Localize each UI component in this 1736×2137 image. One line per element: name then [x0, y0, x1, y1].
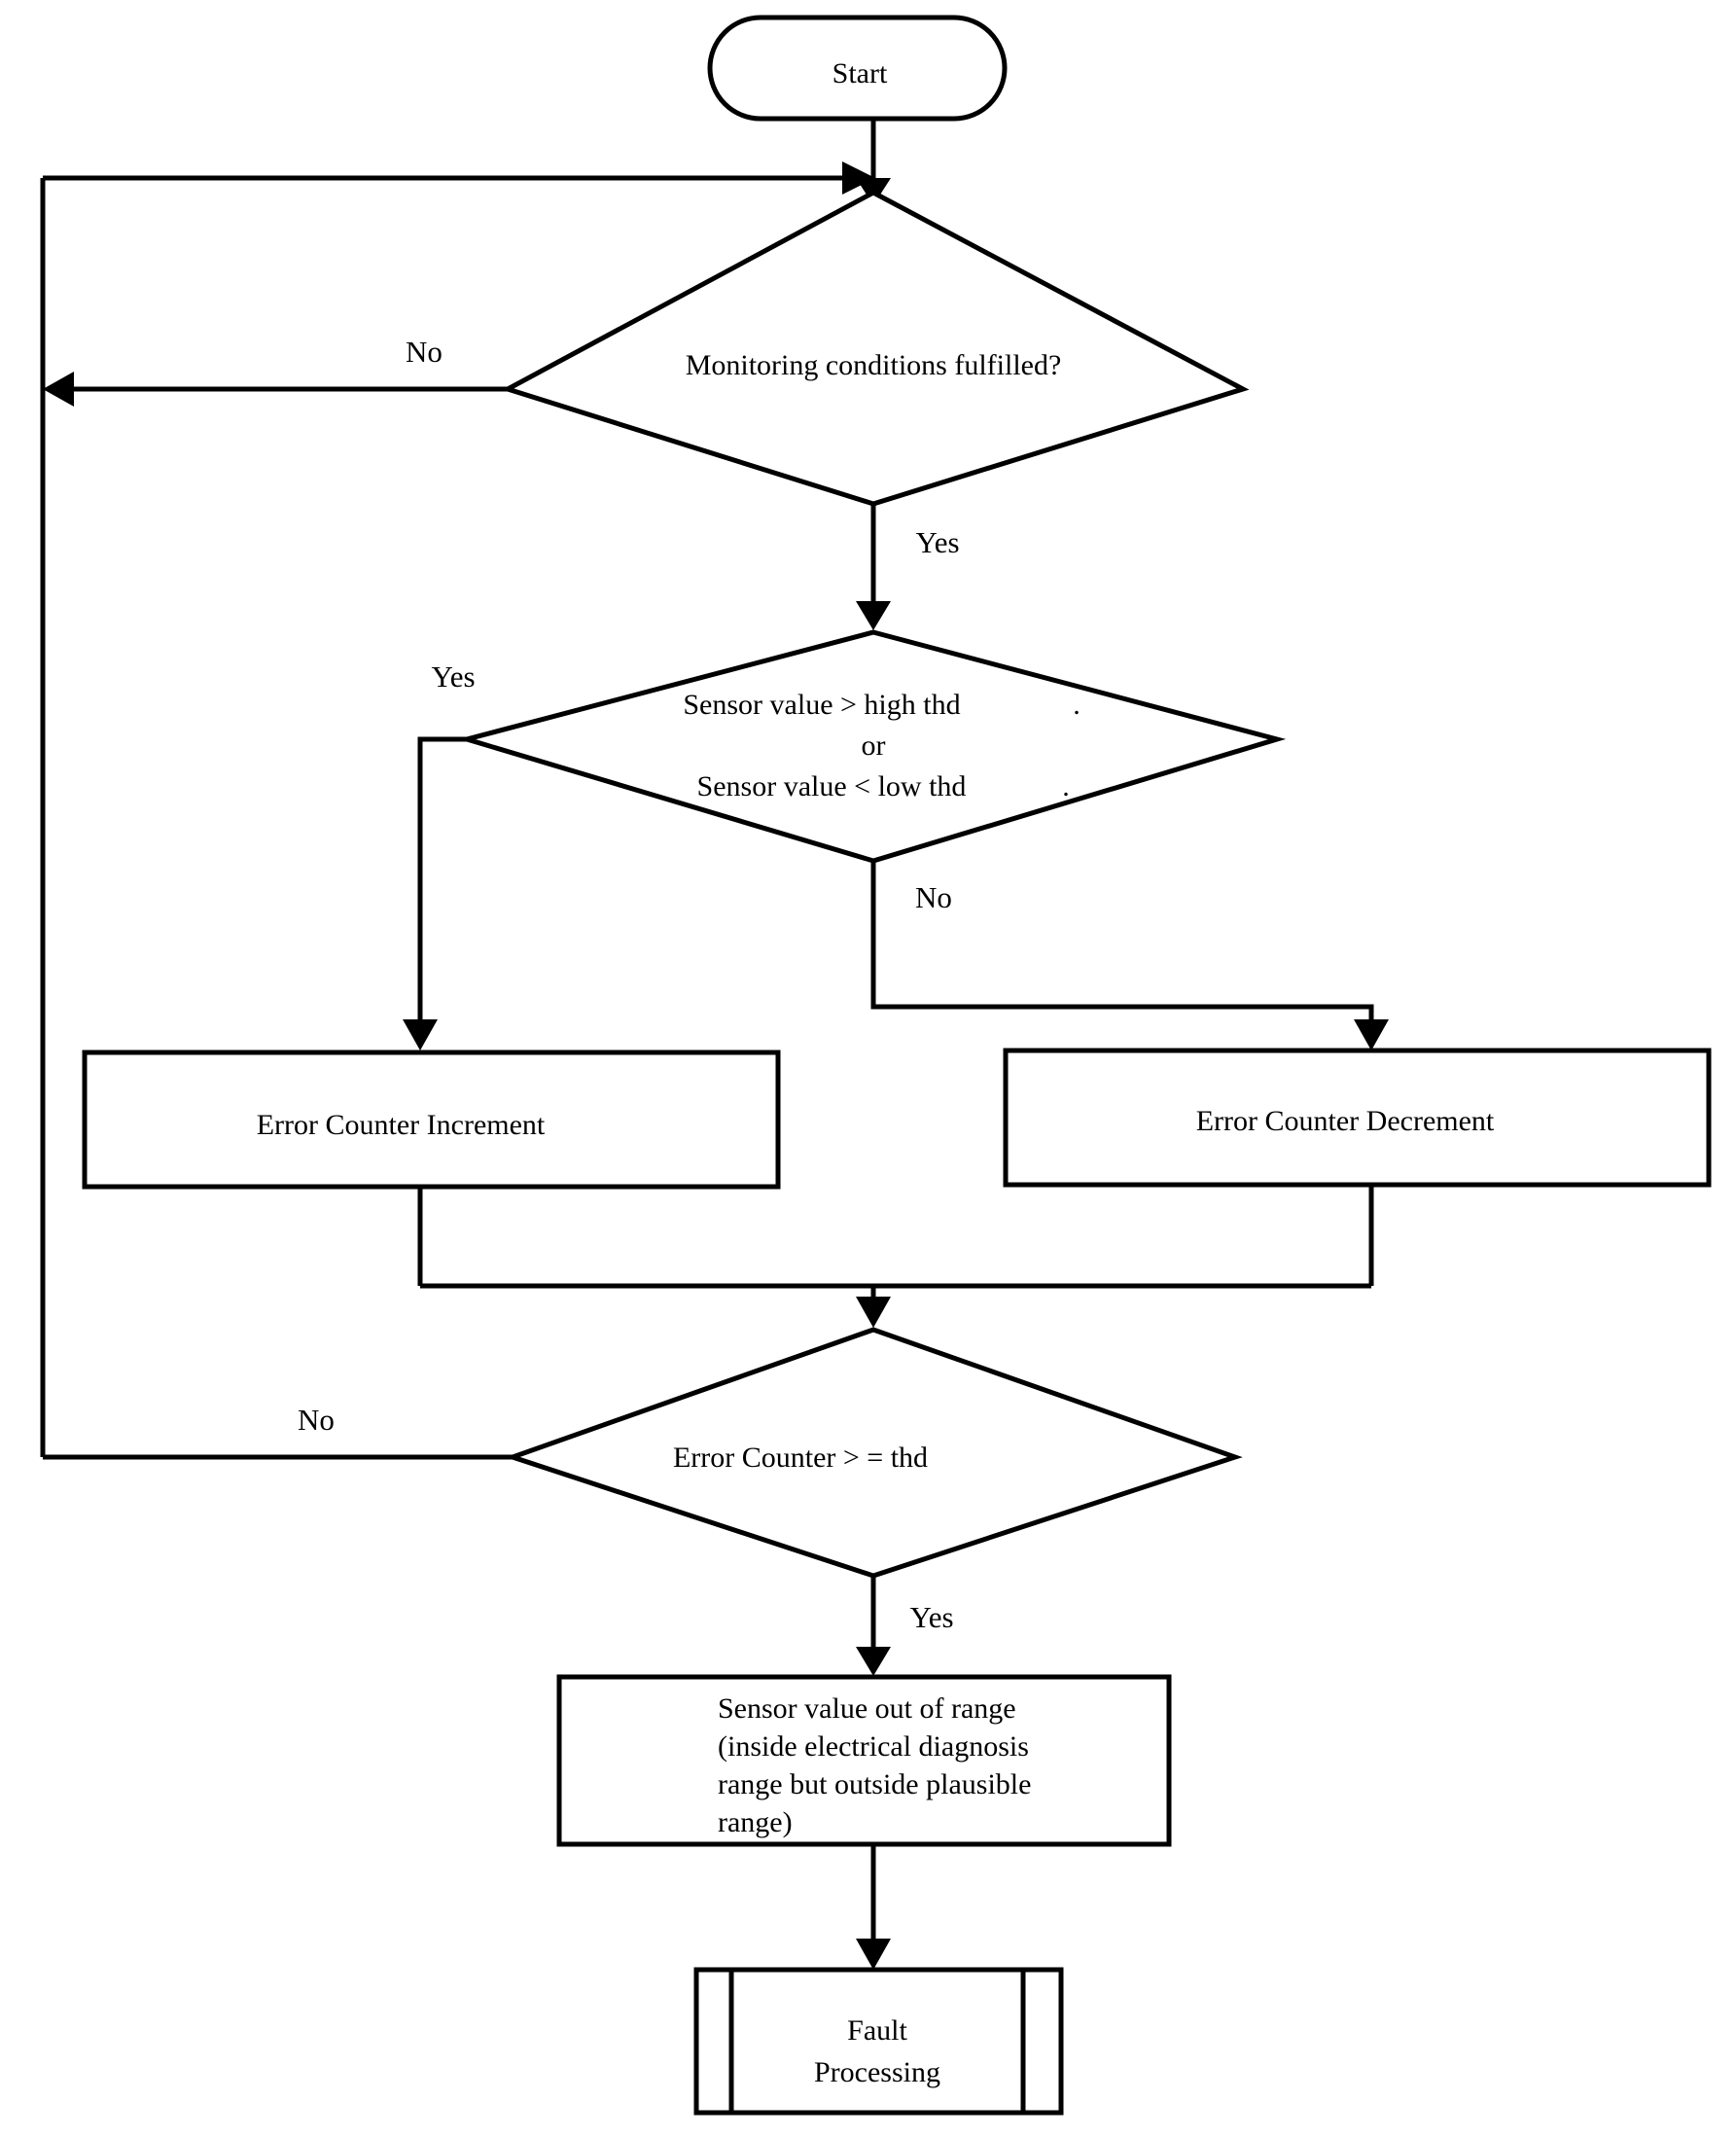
edge-label-counter-yes: Yes [909, 1600, 953, 1634]
connector-monitoring-no [43, 372, 508, 407]
node-counter-decrement[interactable]: Error Counter Decrement [1003, 1048, 1712, 1188]
connector-counter-yes [856, 1576, 891, 1676]
connector-range-to-fault [856, 1844, 891, 1970]
edge-label-threshold-no: No [915, 880, 952, 914]
connector-loopback-rail-top [43, 161, 875, 195]
connector-threshold-no [870, 861, 1389, 1051]
edge-label-counter-no: No [298, 1403, 335, 1437]
node-decision-counter[interactable]: Error Counter > = thd [505, 1327, 1243, 1579]
node-out-of-range-line4: range) [718, 1806, 793, 1838]
node-out-of-range-line3: range but outside plausible [718, 1768, 1031, 1800]
node-decision-threshold-mark1: . [1073, 689, 1081, 721]
node-decision-counter-label: Error Counter > = thd [673, 1442, 928, 1474]
node-fault-processing-line2: Processing [814, 2056, 940, 2088]
edge-label-threshold-yes: Yes [431, 659, 475, 694]
connector-merge-to-counter-decision [856, 1286, 891, 1328]
edge-label-monitoring-no: No [406, 335, 443, 369]
node-fault-processing[interactable]: Fault Processing [693, 1967, 1064, 2116]
node-out-of-range[interactable]: Sensor value out of range (inside electr… [556, 1674, 1172, 1847]
node-decision-threshold-line1: Sensor value > high thd [683, 689, 960, 721]
node-out-of-range-line1: Sensor value out of range [718, 1692, 1016, 1725]
node-decision-monitoring-label: Monitoring conditions fulfilled? [686, 349, 1062, 381]
node-counter-increment[interactable]: Error Counter Increment [82, 1050, 781, 1190]
node-counter-increment-label: Error Counter Increment [257, 1109, 546, 1141]
node-out-of-range-line2: (inside electrical diagnosis [718, 1730, 1029, 1763]
node-decision-threshold[interactable]: Sensor value > high thd or Sensor value … [457, 629, 1287, 864]
node-start-label: Start [833, 57, 888, 89]
node-decision-threshold-line3: Sensor value < low thd [697, 770, 967, 802]
node-decision-monitoring[interactable]: Monitoring conditions fulfilled? [501, 190, 1250, 507]
edge-label-monitoring-yes: Yes [915, 525, 959, 559]
node-start[interactable]: Start [707, 15, 1008, 122]
connector-monitoring-yes [856, 504, 891, 630]
connector-threshold-yes [403, 736, 467, 1051]
node-counter-decrement-label: Error Counter Decrement [1196, 1105, 1495, 1137]
node-fault-processing-line1: Fault [847, 2014, 907, 2047]
node-decision-threshold-mark2: . [1062, 770, 1070, 802]
node-decision-threshold-line2: or [862, 730, 886, 762]
